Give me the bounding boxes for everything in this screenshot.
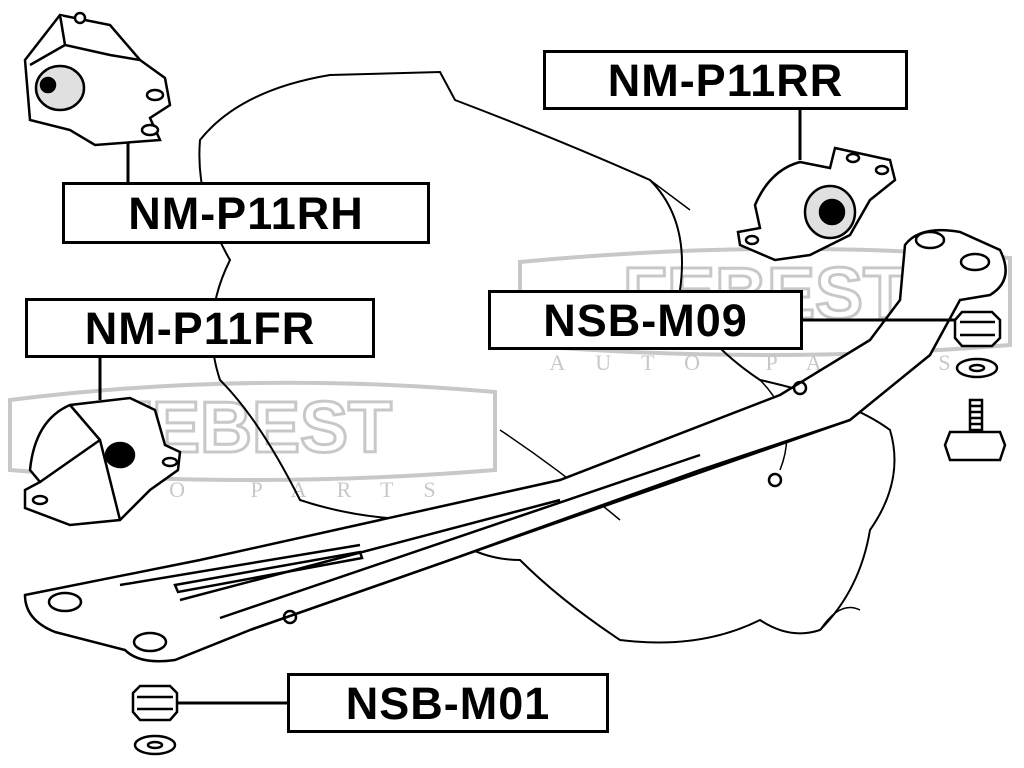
part-label-nsb-m01[interactable]: NSB-M01 <box>287 673 609 733</box>
leader-lines <box>98 110 955 705</box>
part-label-nm-p11rr[interactable]: NM-P11RR <box>543 50 908 110</box>
nut-washer-bolt-m09 <box>943 310 1007 462</box>
nut-washer-m01 <box>131 684 179 756</box>
mount-rear-hand <box>23 11 172 147</box>
mount-front-right <box>23 396 182 527</box>
part-label-nm-p11fr[interactable]: NM-P11FR <box>25 298 375 358</box>
part-label-nsb-m09[interactable]: NSB-M09 <box>488 290 803 350</box>
crossmember <box>23 228 1007 663</box>
part-label-nm-p11rh[interactable]: NM-P11RH <box>62 182 430 244</box>
mount-rear-right <box>736 146 897 262</box>
